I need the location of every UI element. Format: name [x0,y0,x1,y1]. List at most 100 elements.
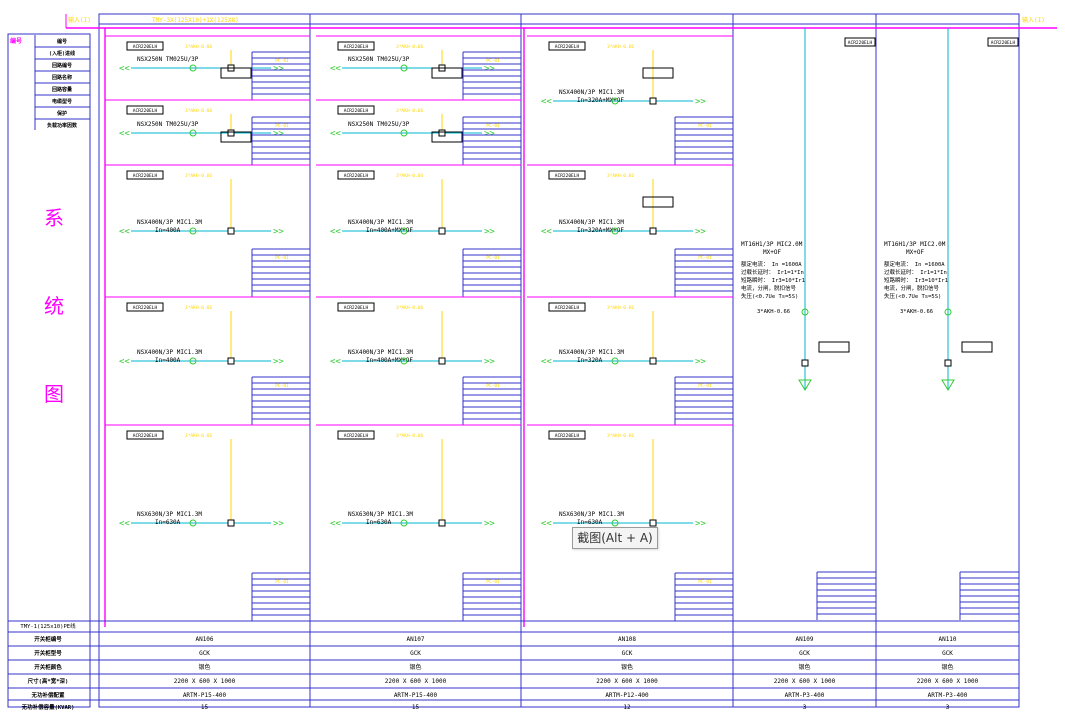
table-cell-color: 银色 [941,663,953,671]
ct-label: 3*AKH-0.66 [607,433,634,439]
outgoing-arrow: >> [273,519,284,529]
breaker-model: NSX400N/3P MIC1.3M [137,219,202,226]
breaker-current: In=630A [155,519,181,526]
table-cell-color: 银色 [409,663,421,671]
meter-tag-box [337,105,375,115]
breaker-model: NSX250N TM025U/3P [348,56,410,63]
breaker-model: NSX400N/3P MIC1.3M [348,219,413,226]
meter-tag: ACR220ELH [344,44,369,50]
outgoing-arrow: >> [484,357,495,367]
breaker-symbol [611,97,619,105]
breaker-symbol [611,357,619,365]
terminal-box [944,359,952,367]
feeder-row: ACR220ELH<<>>NSX250N TM025U/3P3*AKH-0.66… [316,99,521,165]
incoming-arrow: << [119,227,130,237]
meter-tag-box [126,430,164,440]
meter-tag-box [844,37,876,47]
table-cell-color: 银色 [198,663,210,671]
incoming-arrow: << [330,64,341,74]
breaker-symbol [189,519,197,527]
breaker-symbol [400,357,408,365]
table-row-label: 开关柜颜色 [34,663,62,671]
outgoing-arrow: >> [695,357,706,367]
breaker-model: NSX250N TM025U/3P [137,121,199,128]
feeder-row: ACR220ELH<<>>NSX400N/3P MIC1.3MIn=400A+M… [316,296,521,425]
terminal-box [649,227,657,235]
table-cell-model: GCK [199,650,210,657]
table-cell-model: GCK [410,650,421,657]
feeder-row: ACR220ELH<<>>NSX400N/3P MIC1.3MIn=320A+M… [527,35,733,165]
table-cell-pf: ARTM-P15-400 [183,692,227,699]
drawing-title-char: 图 [44,382,64,406]
breaker-model: NSX250N TM025U/3P [348,121,410,128]
meter-tag: ACR220ELH [133,305,158,311]
outgoing-arrow: >> [273,227,284,237]
meter-tag-box [548,41,586,51]
meter-tag-box [337,41,375,51]
table-cell-id: AN108 [618,636,636,643]
terminal-box [227,519,235,527]
meter-tag-box [548,430,586,440]
circuit-note: PC-01 [486,255,500,261]
bus-right-tag: 输入(I) [1022,16,1045,24]
feeder-panels: ACR220ELH << >> NSX250N TM025U/3P 3*AKH-0.66… [105,35,733,621]
capacitor-setting: 短路瞬时： Ir3=10*Ir1 [741,276,805,284]
terminal-box [438,519,446,527]
table-cell-model: GCK [799,650,810,657]
incoming-arrow: << [330,129,341,139]
capacitor-setting: 额定电流： In =1600A [884,260,945,268]
capacitor-setting: 电流，分闸，脱扣信号 [884,284,940,292]
circuit-note: PC-01 [486,123,500,129]
breaker-symbol [189,357,197,365]
drawing-title-char: 统 [44,294,64,318]
incoming-arrow: << [541,357,552,367]
legend-row-label: 编号 [57,38,67,45]
feeder-row: ACR220ELH<<>>NSX630N/3P MIC1.3MIn=630A3*… [105,424,310,621]
meter-tag-box [548,170,586,180]
circuit-note: PC-01 [698,579,712,585]
circuit-note: PC-01 [275,383,289,389]
breaker-model: NSX630N/3P MIC1.3M [137,511,202,518]
legend-row-label: 保护 [56,110,67,117]
incoming-arrow: << [541,227,552,237]
breaker-model: NSX400N/3P MIC1.3M [559,349,624,356]
ct-label: 3*AKH-0.66 [396,173,423,179]
legend-row-label: 电缆型号 [52,98,72,105]
ct-label: 3*AKH-0.66 [396,108,423,114]
circuit-note: PC-01 [275,579,289,585]
ct-symbol [944,308,952,316]
feeder-row: ACR220ELH<<>>NSX630N/3P MIC1.3MIn=630A3*… [316,424,521,621]
breaker-symbol [400,64,408,72]
table-cell-pf: ARTM-P15-400 [394,692,438,699]
capacitor-setting: 电流，分闸，脱扣信号 [741,284,797,292]
feeder-row: ACR220ELH<<>>NSX630N/3P MIC1.3MIn=630A3*… [527,424,733,621]
breaker-current: In=320A+MX+OF [577,227,624,234]
table-cell-count: 15 [201,704,209,711]
capacitor-box [818,341,850,353]
breaker-current: In=320A+MX+OF [577,97,624,104]
meter-tag-box [126,170,164,180]
table-cell-pf: ARTM-P12-400 [605,692,649,699]
meter-tag: ACR220ELH [344,433,369,439]
incoming-arrow: << [541,519,552,529]
meter-tag: ACR220ELH [133,108,158,114]
incoming-arrow: << [330,227,341,237]
shunt-box [431,67,463,79]
meter-tag-box [126,302,164,312]
meter-tag: ACR220ELH [133,173,158,179]
table-cell-count: 3 [946,704,950,711]
circuit-note: PC-01 [698,383,712,389]
outgoing-arrow: >> [273,357,284,367]
terminal-box [649,519,657,527]
breaker-model: NSX630N/3P MIC1.3M [348,511,413,518]
outgoing-arrow: >> [273,64,284,74]
circuit-note: PC-01 [275,58,289,64]
table-cell-size: 2200 X 600 X 1000 [174,678,236,685]
capacitor-breaker: MT16H1/3P MIC2.0M [741,241,803,248]
outgoing-arrow: >> [484,64,495,74]
outgoing-arrow: >> [695,227,706,237]
capacitor-breaker-opt: MX+OF [763,249,781,256]
